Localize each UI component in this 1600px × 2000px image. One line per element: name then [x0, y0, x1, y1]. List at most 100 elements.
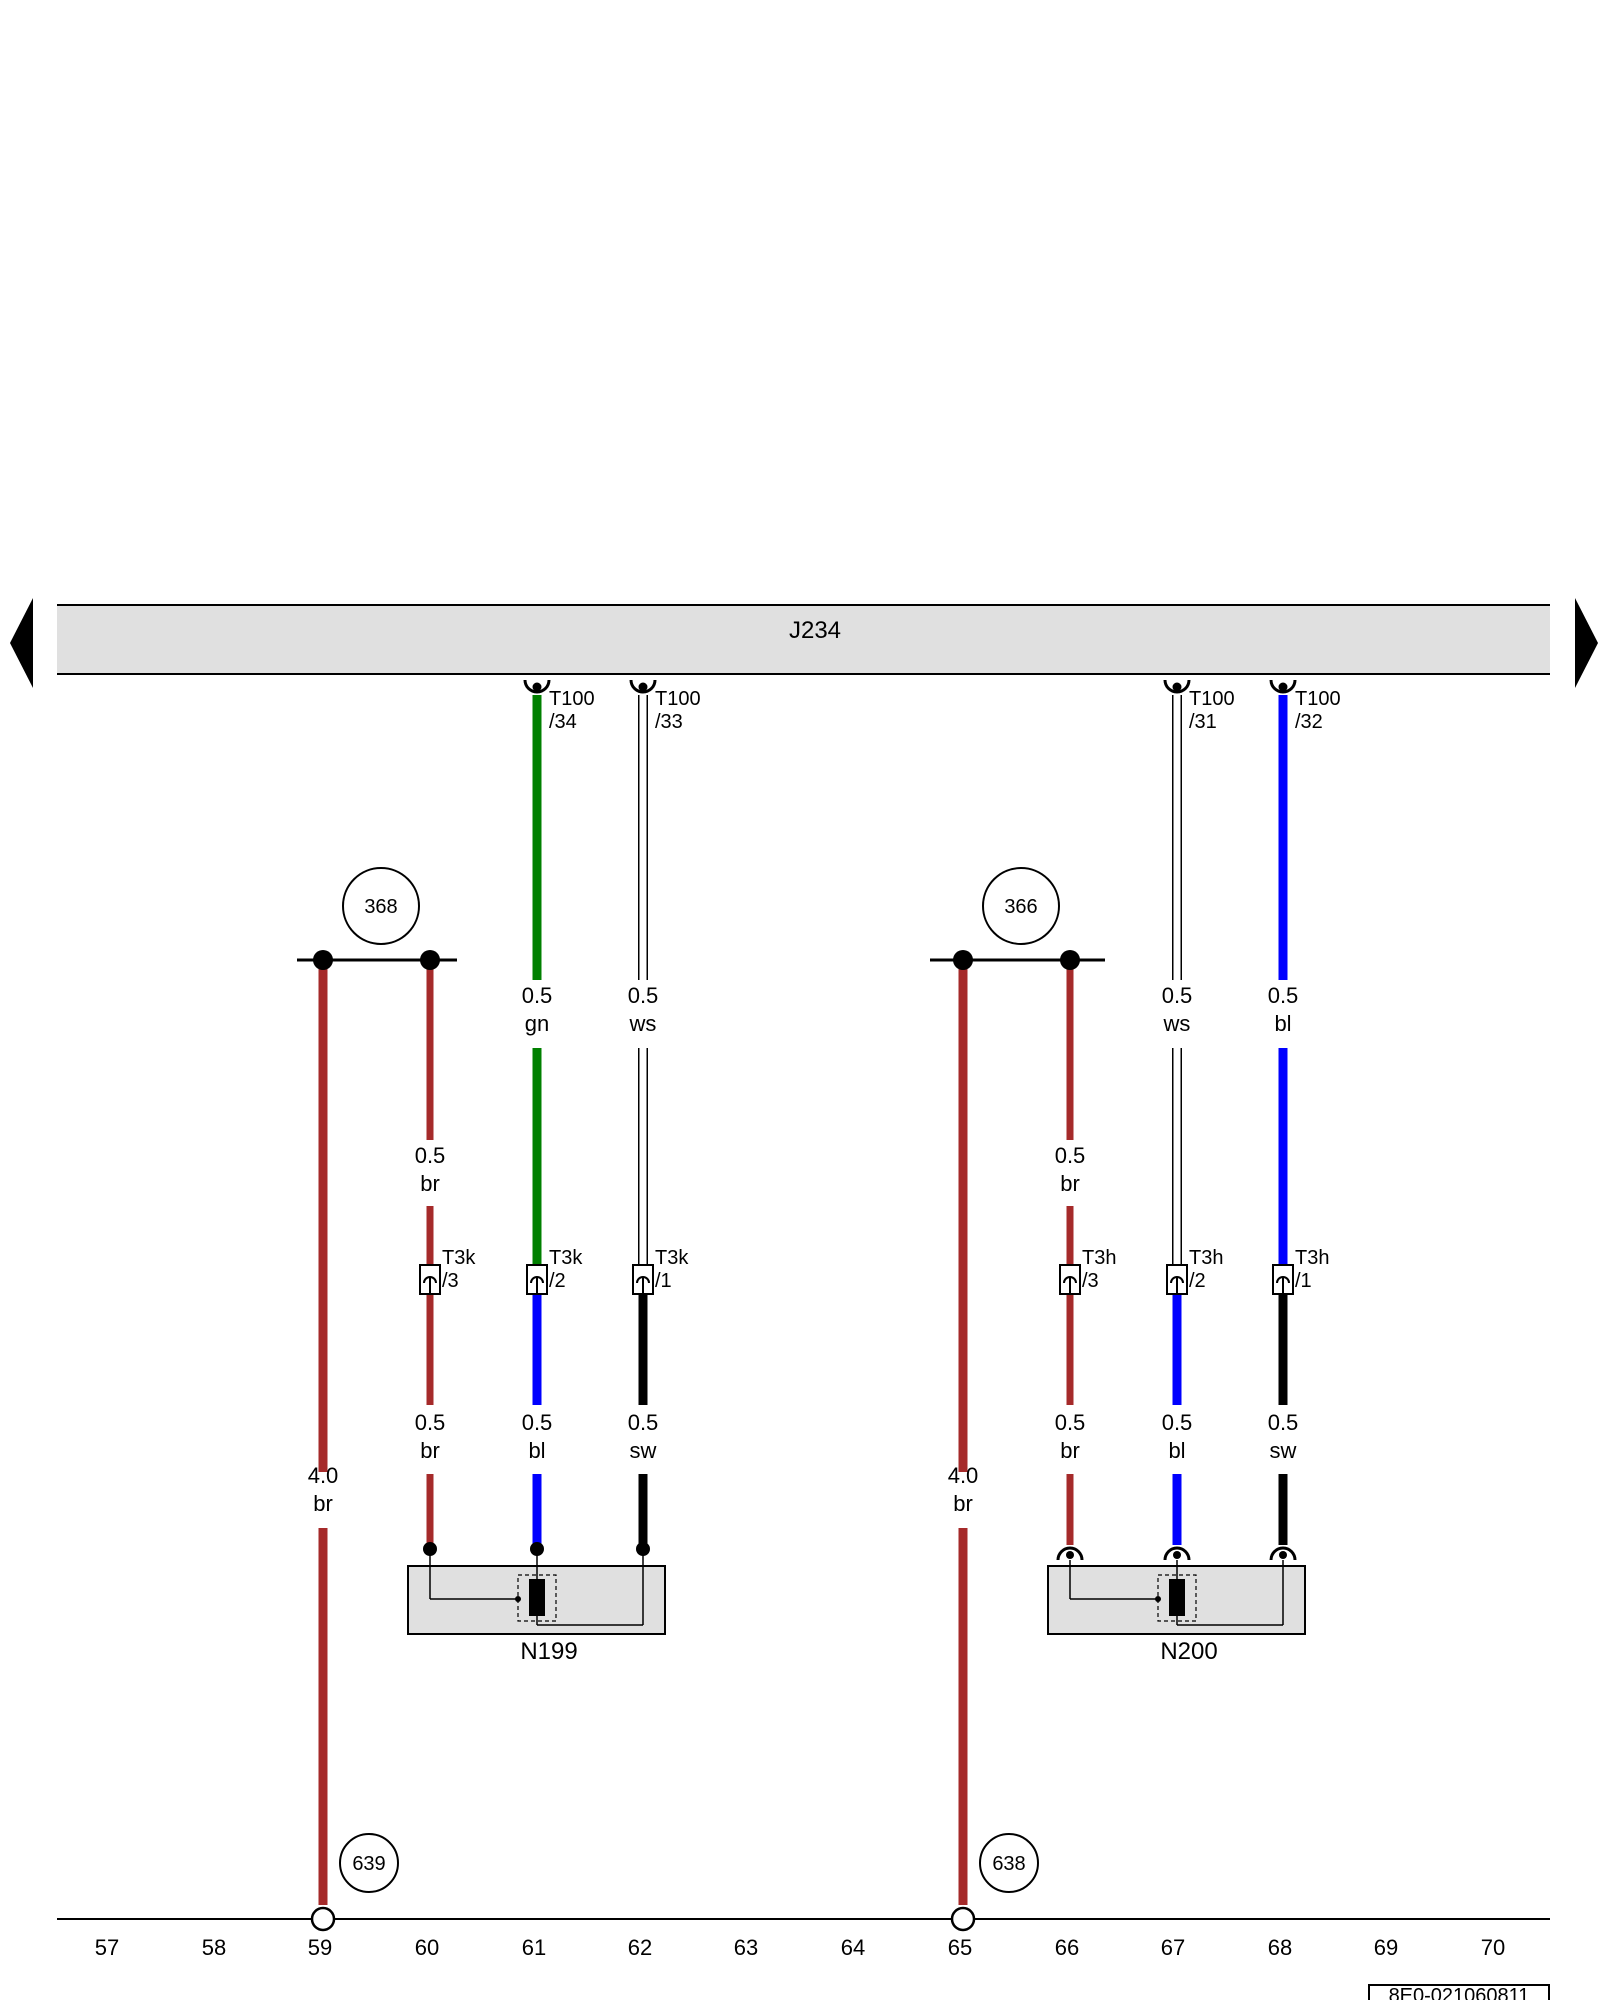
connector-label-t3h-1: T3h /1 — [1295, 1247, 1329, 1292]
component-label-n199: N199 — [520, 1638, 577, 1665]
svg-text:T3h: T3h — [1082, 1247, 1116, 1269]
splice-left — [297, 950, 457, 970]
svg-text:T100: T100 — [1189, 688, 1235, 710]
svg-text:T3k: T3k — [549, 1247, 583, 1269]
wire-label-right-br-lower: 0.5 br — [1055, 1410, 1086, 1463]
connector-label-t3h-2: T3h /2 — [1189, 1247, 1223, 1292]
svg-text:638: 638 — [992, 1853, 1025, 1875]
column-number: 62 — [628, 1935, 652, 1960]
svg-text:ws: ws — [629, 1011, 657, 1036]
svg-text:T100: T100 — [655, 688, 701, 710]
svg-text:/34: /34 — [549, 711, 577, 733]
component-label-n200: N200 — [1160, 1638, 1217, 1665]
svg-text:sw: sw — [630, 1438, 657, 1463]
svg-text:T3k: T3k — [655, 1247, 689, 1269]
ref-circle-638: 638 — [979, 1833, 1039, 1893]
connector-label-t3k-2: T3k /2 — [549, 1247, 583, 1292]
svg-text:4.0: 4.0 — [948, 1463, 979, 1488]
component-n199: N199 — [407, 1542, 666, 1665]
svg-text:/2: /2 — [1189, 1270, 1206, 1292]
svg-text:br: br — [953, 1491, 973, 1516]
pin-label-t100-32: T100 /32 — [1295, 688, 1341, 733]
wire-label-right-bl-upper: 0.5 bl — [1268, 983, 1299, 1036]
wire-label-left-br-lower: 0.5 br — [415, 1410, 446, 1463]
svg-text:/32: /32 — [1295, 711, 1323, 733]
svg-text:br: br — [1060, 1171, 1080, 1196]
svg-text:br: br — [420, 1438, 440, 1463]
svg-text:0.5: 0.5 — [628, 983, 659, 1008]
column-number: 57 — [95, 1935, 119, 1960]
svg-text:368: 368 — [364, 896, 397, 918]
connector-label-t3k-3: T3k /3 — [442, 1247, 476, 1292]
svg-text:/2: /2 — [549, 1270, 566, 1292]
ref-circle-368: 368 — [342, 867, 420, 945]
column-number: 61 — [522, 1935, 546, 1960]
svg-text:br: br — [313, 1491, 333, 1516]
svg-text:T100: T100 — [1295, 688, 1341, 710]
svg-text:/1: /1 — [1295, 1270, 1312, 1292]
column-number: 65 — [948, 1935, 972, 1960]
svg-text:/33: /33 — [655, 711, 683, 733]
ground-point-right — [950, 1906, 976, 1932]
column-number: 69 — [1374, 1935, 1398, 1960]
column-number: 70 — [1481, 1935, 1505, 1960]
wire-label-right-sw-lower: 0.5 sw — [1268, 1410, 1299, 1463]
component-n200: N200 — [1047, 1546, 1306, 1665]
svg-text:0.5: 0.5 — [522, 983, 553, 1008]
svg-text:ws: ws — [1163, 1011, 1191, 1036]
svg-text:T3h: T3h — [1189, 1247, 1223, 1269]
pin-socket-symbols-top — [523, 679, 1297, 694]
svg-text:T100: T100 — [549, 688, 595, 710]
wire-label-right-br-upper: 0.5 br — [1055, 1143, 1086, 1196]
svg-text:/3: /3 — [1082, 1270, 1099, 1292]
column-numbers: 57 58 59 60 61 62 63 64 65 66 67 68 69 7… — [95, 1935, 1505, 1960]
pin-label-t100-31: T100 /31 — [1189, 688, 1235, 733]
ref-circle-639: 639 — [339, 1833, 399, 1893]
svg-text:bl: bl — [1274, 1011, 1291, 1036]
svg-text:gn: gn — [525, 1011, 549, 1036]
svg-text:br: br — [420, 1171, 440, 1196]
svg-text:8E0-021060811: 8E0-021060811 — [1389, 1985, 1530, 2000]
wire-label-left-gn: 0.5 gn — [522, 983, 553, 1036]
svg-text:bl: bl — [528, 1438, 545, 1463]
triangle-right-icon[interactable] — [1575, 598, 1598, 688]
splice-right — [930, 950, 1105, 970]
column-number: 64 — [841, 1935, 865, 1960]
svg-text:0.5: 0.5 — [1268, 983, 1299, 1008]
svg-text:sw: sw — [1270, 1438, 1297, 1463]
svg-text:0.5: 0.5 — [415, 1143, 446, 1168]
svg-text:0.5: 0.5 — [522, 1410, 553, 1435]
svg-text:/31: /31 — [1189, 711, 1217, 733]
svg-text:br: br — [1060, 1438, 1080, 1463]
wire-label-right-bl-lower: 0.5 bl — [1162, 1410, 1193, 1463]
svg-text:0.5: 0.5 — [415, 1410, 446, 1435]
column-number: 66 — [1055, 1935, 1079, 1960]
svg-text:0.5: 0.5 — [1268, 1410, 1299, 1435]
ground-point-left — [310, 1906, 336, 1932]
pin-label-t100-33: T100 /33 — [655, 688, 701, 733]
column-number: 63 — [734, 1935, 758, 1960]
pin-label-t100-34: T100 /34 — [549, 688, 595, 733]
wire-label-left-main: 4.0 br — [308, 1463, 339, 1516]
connector-label-t3k-1: T3k /1 — [655, 1247, 689, 1292]
svg-text:0.5: 0.5 — [1055, 1410, 1086, 1435]
svg-text:/3: /3 — [442, 1270, 459, 1292]
svg-text:T3k: T3k — [442, 1247, 476, 1269]
wire-label-right-ws: 0.5 ws — [1162, 983, 1193, 1036]
control-unit-label: J234 — [789, 617, 841, 644]
column-number: 58 — [202, 1935, 226, 1960]
svg-text:4.0: 4.0 — [308, 1463, 339, 1488]
svg-text:0.5: 0.5 — [1162, 1410, 1193, 1435]
wire-label-left-bl-lower: 0.5 bl — [522, 1410, 553, 1463]
column-number: 68 — [1268, 1935, 1292, 1960]
control-unit-j234: J234 — [57, 604, 1550, 675]
wire-label-left-sw-lower: 0.5 sw — [628, 1410, 659, 1463]
svg-text:0.5: 0.5 — [1162, 983, 1193, 1008]
inline-connector-symbols — [419, 1264, 1294, 1295]
column-number: 60 — [415, 1935, 439, 1960]
triangle-left-icon[interactable] — [10, 598, 33, 688]
svg-text:639: 639 — [352, 1853, 385, 1875]
wire-label-right-main: 4.0 br — [948, 1463, 979, 1516]
column-number: 67 — [1161, 1935, 1185, 1960]
